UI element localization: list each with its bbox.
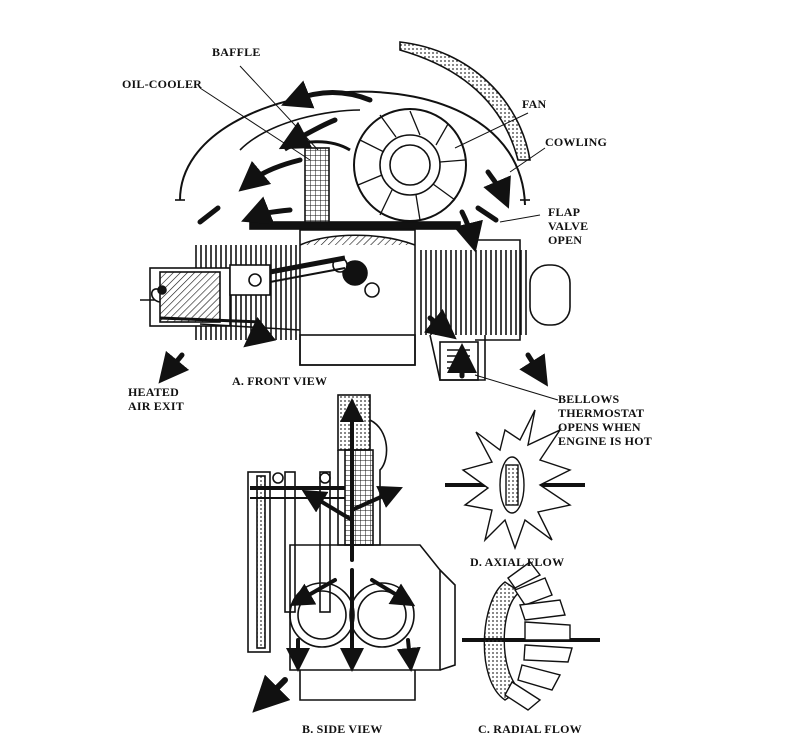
bellows-line-2: THERMOSTAT (558, 406, 645, 420)
airflow-arrows-front (158, 80, 549, 387)
crank-web (342, 260, 368, 286)
baffle-label: BAFFLE (212, 45, 261, 59)
fan-label: FAN (522, 97, 547, 111)
left-piston (229, 264, 271, 296)
side-view (247, 394, 456, 713)
bellows-thermostat-label: BELLOWS THERMOSTAT OPENS WHEN ENGINE IS … (558, 392, 652, 448)
radial-flow-caption: C. RADIAL FLOW (478, 722, 582, 736)
bellows-line-3: OPENS WHEN (558, 420, 641, 434)
fan-housing (239, 109, 361, 151)
heated-air-exit-line-2: AIR EXIT (128, 399, 184, 413)
deck-plate (249, 221, 461, 230)
flap-valve-line-2: VALVE (548, 219, 589, 233)
side-view-caption: B. SIDE VIEW (302, 722, 383, 736)
axial-flow-caption: D. AXIAL FLOW (470, 555, 565, 569)
cowling-label: COWLING (545, 135, 608, 149)
fan-hub-inner (389, 144, 431, 186)
flap-valve-line-3: OPEN (548, 233, 583, 247)
oil-cooler-core (304, 147, 330, 227)
crankcase (299, 229, 416, 366)
fan-rotor (353, 108, 467, 222)
radial-fan-blades (504, 561, 573, 711)
sump (299, 334, 416, 366)
side-cylinder-right (349, 582, 415, 648)
axial-flow-fan (445, 409, 585, 551)
oil-cooler-label: OIL-COOLER (122, 77, 203, 91)
heated-air-exit-line-1: HEATED (128, 385, 179, 399)
radial-fan-back-plate (483, 581, 522, 701)
bellows-line-1: BELLOWS (558, 392, 620, 406)
front-view-caption: A. FRONT VIEW (232, 374, 328, 388)
heated-air-exit-label: HEATED AIR EXIT (128, 385, 184, 413)
front-view (140, 41, 571, 401)
flap-valve-label: FLAP VALVE OPEN (548, 205, 588, 247)
fan-hub-outer (379, 134, 441, 196)
fan-blades (357, 110, 466, 221)
bellows-line-4: ENGINE IS HOT (558, 434, 652, 448)
flap-valves (197, 205, 499, 225)
bellows-thermostat (439, 341, 479, 381)
belt-pulley-left (247, 471, 271, 653)
airflow-arrows-side (286, 398, 421, 672)
flap-valve-line-1: FLAP (548, 205, 581, 219)
radial-flow-fan (462, 561, 600, 711)
cowling-shaded-rim (399, 41, 531, 161)
side-crankcase (289, 544, 441, 671)
